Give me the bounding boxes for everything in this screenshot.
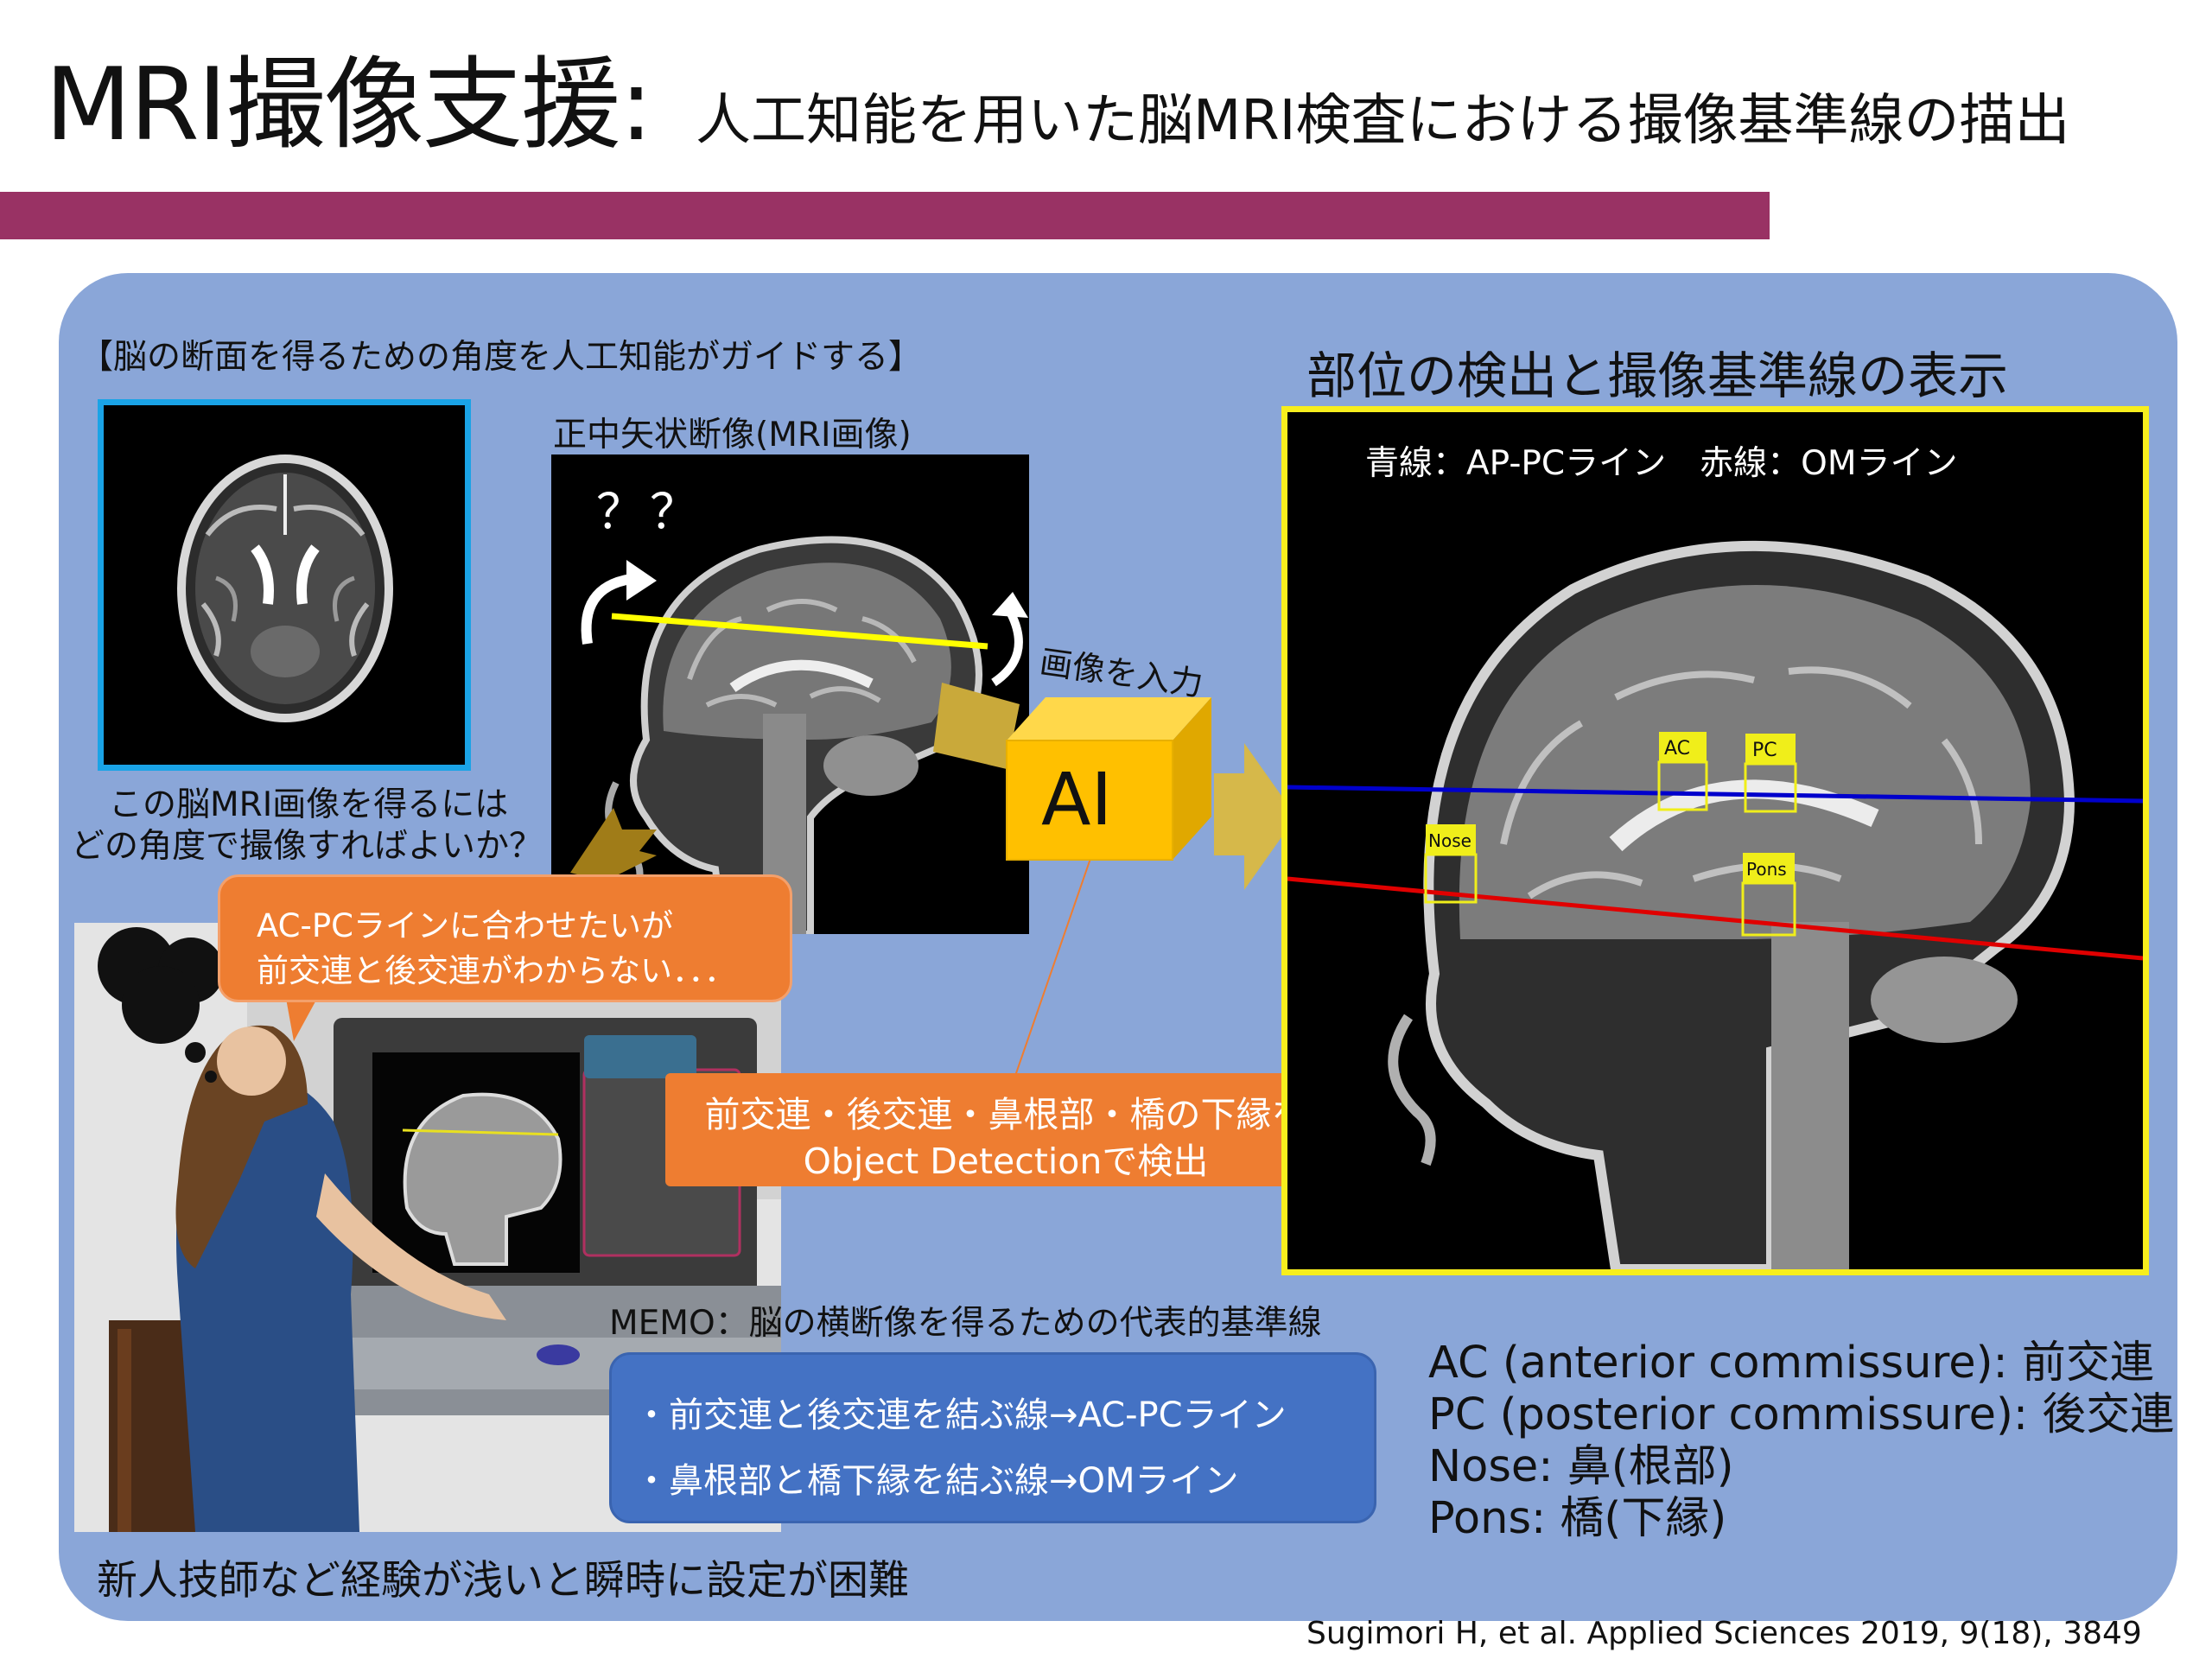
rotate-right-icon: [991, 592, 1028, 687]
citation: Sugimori H, et al. Applied Sciences 2019…: [1306, 1616, 2142, 1651]
pc-detection-box: [1744, 734, 1797, 813]
abbr-pons: Pons: 橋(下縁): [1428, 1493, 1727, 1544]
om-line: [1287, 876, 2143, 961]
bubble-line2: 前交連と後交連がわからない．．．: [257, 952, 736, 989]
ai-cube-side: [1173, 697, 1211, 860]
memo-item-om: ・鼻根部と橋下縁を結ぶ線→OMライン: [634, 1461, 1239, 1501]
bottom-caption: 新人技師など経験が浅いと瞬時に設定が困難: [97, 1557, 909, 1605]
ap-pc-line: [1287, 785, 2143, 804]
ai-label: AI: [1041, 757, 1113, 842]
worry-speech-bubble: AC-PCラインに合わせたいが 前交連と後交連がわからない．．．: [218, 874, 792, 1002]
abbr-pc: PC (posterior commissure): 後交連: [1428, 1389, 2175, 1440]
nose-box-label: Nose: [1428, 830, 1471, 851]
ac-detection-box: [1657, 732, 1708, 811]
pc-box-label: PC: [1752, 740, 1777, 761]
axial-question-line1: この脳MRI画像を得るには: [109, 785, 509, 824]
question-marks: ？？: [596, 485, 703, 541]
ai-cube-front: [1006, 740, 1173, 861]
sagittal-mri-image: [551, 454, 1029, 934]
callout-line: [1014, 850, 1094, 1077]
axial-mri-image: [98, 399, 471, 771]
guide-heading: 【脳の断面を得るための角度を人工知能がガイドする】: [79, 338, 923, 377]
arrow-to-result: [1214, 743, 1296, 890]
ac-box-label: AC: [1664, 738, 1690, 760]
title-underline-bar: [0, 192, 1770, 239]
detection-result-image: AC PC Nose Pons 青線：AP-PCライン 赤線：OMライン: [1281, 406, 2149, 1275]
sagittal-label: 正中矢状断像(MRI画像): [553, 416, 912, 454]
detection-line1: 前交連・後交連・鼻根部・橋の下縁を: [704, 1094, 1307, 1135]
page-title: MRI撮像支援:: [45, 47, 653, 163]
memo-box: ・前交連と後交連を結ぶ線→AC-PCライン ・鼻根部と橋下縁を結ぶ線→OMライン: [609, 1352, 1376, 1523]
rotate-left-icon: [581, 560, 657, 645]
bubble-line1: AC-PCラインに合わせたいが: [257, 907, 673, 944]
detection-line2: Object Detectionで検出: [803, 1141, 1209, 1182]
pons-box-label: Pons: [1746, 859, 1787, 880]
pons-detection-box: [1741, 853, 1796, 937]
line-legend: 青線：AP-PCライン 赤線：OMライン: [1365, 444, 1958, 483]
memo-heading: MEMO：脳の横断像を得るための代表的基準線: [609, 1304, 1322, 1343]
abbr-ac: AC (anterior commissure): 前交連: [1428, 1338, 2154, 1389]
nose-detection-box: [1424, 824, 1478, 904]
detection-callout: 前交連・後交連・鼻根部・橋の下縁を Object Detectionで検出: [665, 1073, 1346, 1186]
right-heading: 部位の検出と撮像基準線の表示: [1306, 346, 2009, 405]
arrow-input-connector: [933, 683, 1020, 769]
bubble-tail: [285, 994, 320, 1041]
axial-question-line2: どの角度で撮像すればよいか？: [71, 827, 543, 866]
technician-illustration: [74, 923, 781, 1532]
memo-item-acpc: ・前交連と後交連を結ぶ線→AC-PCライン: [634, 1395, 1287, 1435]
page-subtitle: 人工知能を用いた脳MRI検査における撮像基準線の描出: [696, 89, 2070, 153]
ai-cube-top: [1007, 697, 1211, 741]
arrow-to-sagittal: [570, 808, 657, 881]
abbr-nose: Nose: 鼻(根部): [1428, 1441, 1734, 1492]
